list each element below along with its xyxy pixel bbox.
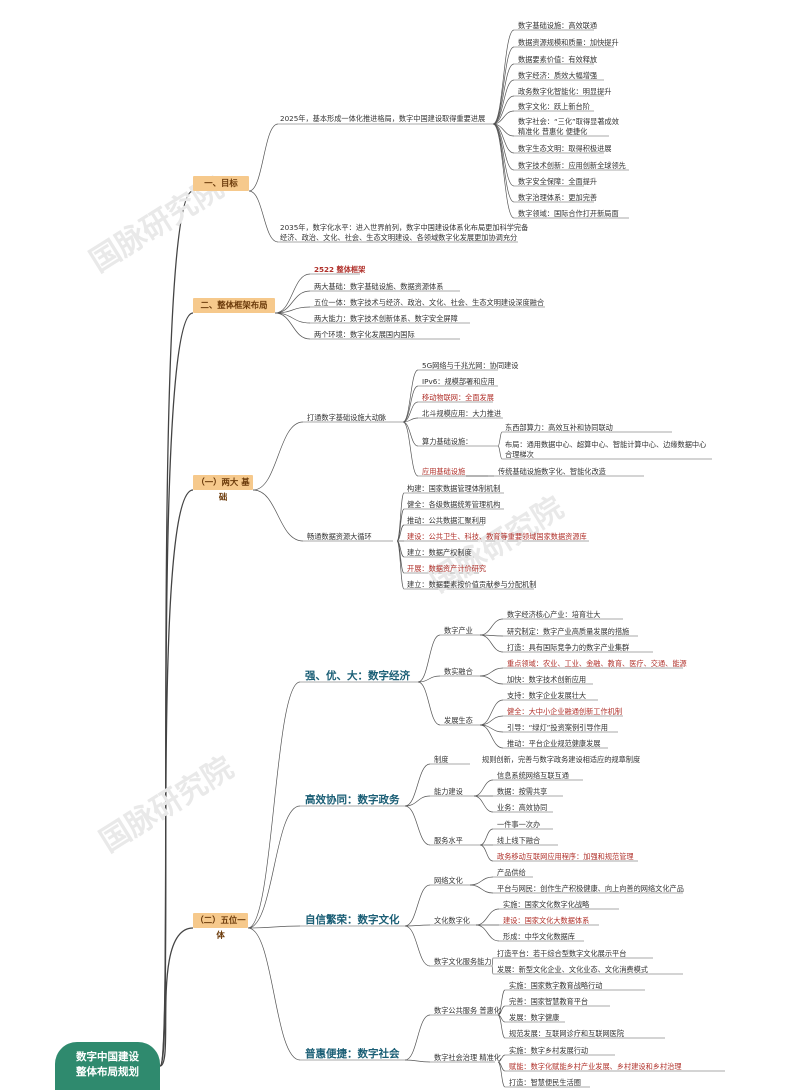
econ-item: 引导：“绿灯”投资案例引导作用 bbox=[507, 723, 608, 732]
section-framework[interactable]: 二、整体框架布局 bbox=[193, 298, 275, 313]
goal-2035-line1: 2035年，数字化水平：进入世界前列，数字中国建设体系化布局更加科学完备 bbox=[280, 223, 529, 232]
goal-item: 数字技术创新：应用创新全球领先 bbox=[518, 161, 626, 170]
soc-item: 赋能：数字化赋能乡村产业发展、乡村建设和乡村治理 bbox=[509, 1062, 682, 1071]
app-infra-item: 传统基础设施数字化、智能化改造 bbox=[498, 467, 606, 476]
gov-item: 数据：按需共享 bbox=[497, 787, 548, 796]
soc-item: 规范发展：互联网诊疗和互联网医院 bbox=[509, 1029, 625, 1038]
infra-item: 5G网络与千兆光网：协同建设 bbox=[422, 361, 519, 370]
watermark: 国脉研究院 bbox=[93, 750, 240, 860]
goal-item-line2: 精准化 普惠化 便捷化 bbox=[518, 127, 588, 136]
goal-item: 数字领域：国际合作打开新局面 bbox=[518, 209, 619, 218]
cult-group: 数字文化服务能力 bbox=[434, 957, 492, 966]
goal-2035-line2: 经济、政治、文化、社会、生态文明建设、各领域数字化发展更加协调充分 bbox=[280, 233, 518, 242]
econ-item: 支持：数字企业发展壮大 bbox=[507, 691, 587, 700]
section-five-in-one[interactable]: （二）五位一体 bbox=[193, 913, 248, 940]
econ-group: 数实融合 bbox=[444, 667, 473, 676]
econ-item: 健全：大中小企业融通创新工作机制 bbox=[507, 707, 623, 716]
goal-item: 数字基础设施：高效联通 bbox=[518, 21, 598, 30]
econ-group: 数字产业 bbox=[444, 626, 473, 635]
section-two-foundations[interactable]: （一）两大 基础 bbox=[193, 475, 253, 502]
gov-item: 信息系统网络互联互通 bbox=[497, 771, 569, 780]
data-branch: 畅通数据资源大循环 bbox=[307, 532, 372, 541]
econ-item: 打造：具有国际竞争力的数字产业集群 bbox=[507, 643, 630, 652]
goal-item: 数字经济：质效大幅增强 bbox=[518, 71, 598, 80]
econ-item: 研究制定：数字产业高质量发展的措施 bbox=[507, 627, 630, 636]
cult-item: 实施：国家文化数字化战略 bbox=[503, 900, 590, 909]
goal-item: 数字文化：跃上新台阶 bbox=[518, 102, 590, 111]
cult-item: 发展：新型文化企业、文化业态、文化消费模式 bbox=[497, 965, 648, 974]
gov-item: 业务：高效协同 bbox=[497, 803, 548, 812]
soc-group: 数字公共服务 普惠化 bbox=[434, 1006, 501, 1015]
data-item: 构建：国家数据管理体制机制 bbox=[407, 484, 501, 493]
digital-economy-title: 强、优、大：数字经济 bbox=[305, 670, 410, 682]
root-node[interactable]: 数字中国建设 整体布局规划 bbox=[55, 1042, 160, 1090]
infra-item: 移动物联网：全面发展 bbox=[422, 393, 494, 402]
soc-item: 实施：国家数字教育战略行动 bbox=[509, 981, 603, 990]
framework-item: 两个环境：数字化发展国内国际 bbox=[314, 330, 415, 339]
framework-item: 两大能力：数字技术创新体系、数字安全屏障 bbox=[314, 314, 458, 323]
goal-item: 数据要素价值：有效释放 bbox=[518, 55, 598, 64]
soc-item: 打造：智慧便民生活圈 bbox=[509, 1078, 581, 1087]
infra-item: IPv6：规模部署和应用 bbox=[422, 377, 495, 386]
gov-item: 线上线下融合 bbox=[497, 836, 541, 845]
infra-item: 算力基础设施： bbox=[422, 437, 473, 446]
data-item: 健全：各级数据统筹管理机构 bbox=[407, 500, 501, 509]
gov-item: 规则创新，完善与数字政务建设相适应的规章制度 bbox=[482, 755, 641, 764]
gov-group: 服务水平 bbox=[434, 836, 463, 845]
goal-item: 数据资源规模和质量：加快提升 bbox=[518, 38, 619, 47]
econ-item: 推动：平台企业规范健康发展 bbox=[507, 739, 601, 748]
cult-item: 平台与网民：创作生产积极健康、向上向善的网络文化产品 bbox=[497, 884, 684, 893]
digital-government-title: 高效协同：数字政务 bbox=[305, 794, 400, 806]
framework-item: 两大基础：数字基础设施、数据资源体系 bbox=[314, 282, 444, 291]
cult-group: 文化数字化 bbox=[434, 916, 470, 925]
digital-society-title: 普惠便捷：数字社会 bbox=[305, 1048, 400, 1060]
cult-item: 打造平台：若干综合型数字文化展示平台 bbox=[497, 949, 627, 958]
goal-item: 数字社会：“三化”取得显著成效 bbox=[518, 117, 619, 126]
compute-item: 布局：通用数据中心、超算中心、智能计算中心、边缘数据中心 bbox=[505, 440, 707, 449]
cult-item: 产品供给 bbox=[497, 868, 526, 877]
soc-item: 完善：国家智慧教育平台 bbox=[509, 997, 589, 1006]
cult-item: 形成：中华文化数据库 bbox=[503, 932, 575, 941]
data-item: 建立：数据要素按价值贡献参与分配机制 bbox=[407, 580, 537, 589]
soc-item: 发展：数字健康 bbox=[509, 1013, 560, 1022]
goal-item: 数字治理体系：更加完善 bbox=[518, 193, 598, 202]
infra-item: 北斗规模应用：大力推进 bbox=[422, 409, 502, 418]
infra-item: 应用基础设施 bbox=[422, 467, 466, 476]
cult-item: 建设：国家文化大数据体系 bbox=[503, 916, 590, 925]
framework-item: 五位一体：数字技术与经济、政治、文化、社会、生态文明建设深度融合 bbox=[314, 298, 545, 307]
compute-item-line2: 合理梯次 bbox=[505, 450, 534, 459]
goal-item: 政务数字化智能化：明显提升 bbox=[518, 87, 612, 96]
framework-item: 2522 整体框架 bbox=[314, 265, 366, 274]
econ-item: 重点领域：农业、工业、金融、教育、医疗、交通、能源 bbox=[507, 659, 687, 668]
soc-item: 实施：数字乡村发展行动 bbox=[509, 1046, 589, 1055]
goal-item: 数字生态文明：取得积极进展 bbox=[518, 144, 612, 153]
section-goals[interactable]: 一、目标 bbox=[193, 176, 249, 191]
cult-group: 网络文化 bbox=[434, 876, 463, 885]
econ-item: 加快：数字技术创新应用 bbox=[507, 675, 587, 684]
goal-item: 数字安全保障：全面提升 bbox=[518, 177, 598, 186]
data-item: 开展：数据资产计价研究 bbox=[407, 564, 487, 573]
soc-group: 数字社会治理 精准化 bbox=[434, 1053, 501, 1062]
gov-item: 政务移动互联网应用程序：加强和规范管理 bbox=[497, 852, 634, 861]
econ-item: 数字经济核心产业：培育壮大 bbox=[507, 610, 601, 619]
digital-culture-title: 自信繁荣：数字文化 bbox=[305, 914, 400, 926]
data-item: 建设：公共卫生、科技、教育等重要领域国家数据资源库 bbox=[407, 532, 587, 541]
gov-group: 能力建设 bbox=[434, 787, 463, 796]
data-item: 建立：数据产权制度 bbox=[407, 548, 472, 557]
infra-branch: 打通数字基础设施大动脉 bbox=[307, 413, 387, 422]
goal-2025: 2025年，基本形成一体化推进格局，数字中国建设取得重要进展 bbox=[280, 114, 486, 123]
root-title: 数字中国建设 整体布局规划 bbox=[76, 1051, 139, 1078]
compute-item: 东西部算力：高效互补和协同联动 bbox=[505, 423, 613, 432]
gov-group: 制度 bbox=[434, 755, 449, 764]
gov-item: 一件事一次办 bbox=[497, 820, 541, 829]
econ-group: 发展生态 bbox=[444, 716, 473, 725]
data-item: 推动：公共数据汇聚利用 bbox=[407, 516, 487, 525]
